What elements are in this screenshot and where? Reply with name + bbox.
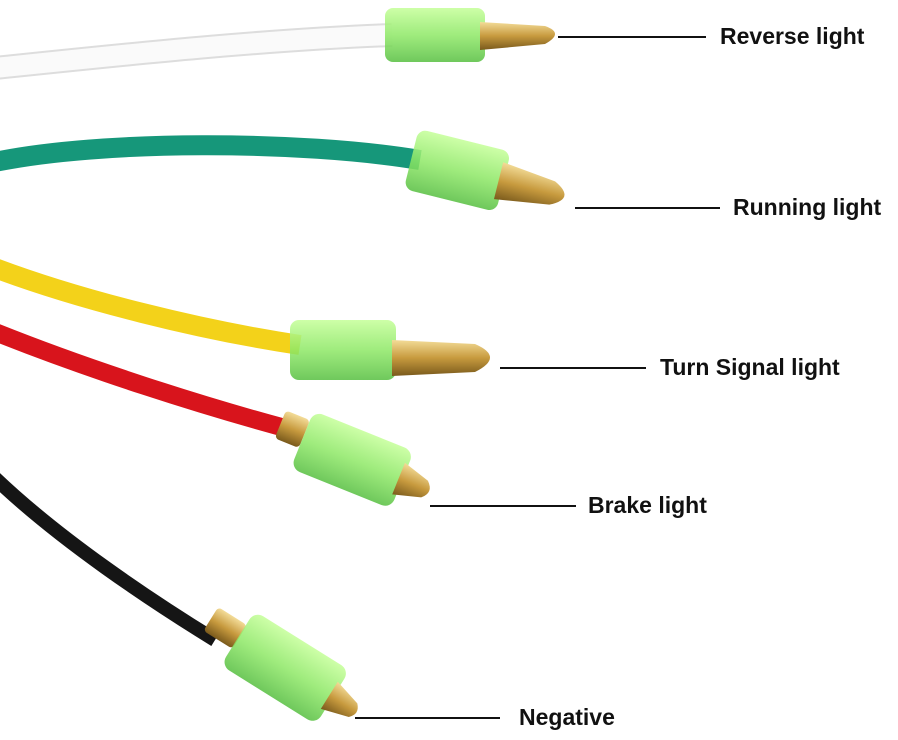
turn-signal-light-label: Turn Signal light — [660, 354, 840, 380]
turn-signal-wire — [0, 259, 490, 380]
reverse-light-wire — [0, 8, 555, 80]
reverse-light-label: Reverse light — [720, 23, 865, 49]
negative-wire — [0, 473, 358, 721]
negative-label: Negative — [519, 704, 615, 730]
running-light-wire — [0, 130, 565, 211]
brake-light-label: Brake light — [588, 492, 707, 518]
brake-light-wire — [0, 324, 430, 506]
running-light-label: Running light — [733, 194, 882, 220]
